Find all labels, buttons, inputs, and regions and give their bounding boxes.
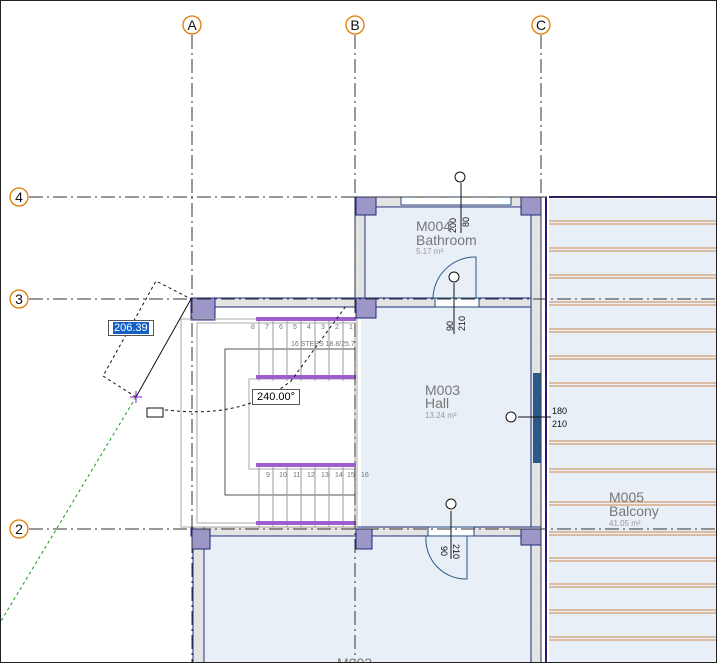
stair-label: 16 STEPS 18.8/25.7: [291, 341, 355, 348]
grid-bubble-4[interactable]: 4: [9, 187, 29, 207]
opening-width: 180: [552, 406, 567, 416]
angle-input[interactable]: 240.00°: [252, 389, 301, 405]
svg-text:2: 2: [15, 521, 23, 537]
svg-text:2: 2: [335, 324, 339, 331]
staircase[interactable]: [180, 317, 358, 528]
svg-text:14: 14: [335, 472, 343, 479]
grid-bubble-3[interactable]: 3: [9, 289, 29, 309]
rotation-preview: [1, 280, 347, 622]
stair-step-numbers: 8 7 6 5 4 3 2 1 9 10 11 12 13 14 15 16: [251, 324, 369, 479]
svg-text:B: B: [350, 17, 359, 33]
svg-text:3: 3: [321, 324, 325, 331]
svg-text:5: 5: [293, 324, 297, 331]
room-hall-fill[interactable]: [361, 307, 531, 527]
svg-text:12: 12: [307, 472, 315, 479]
room-m002-fill[interactable]: [205, 537, 531, 663]
svg-text:5.17 m²: 5.17 m²: [416, 247, 443, 256]
svg-text:M004: M004: [416, 218, 451, 234]
opening-height: 80: [461, 217, 471, 227]
room-label-m002[interactable]: M002: [337, 655, 372, 663]
svg-text:M002: M002: [337, 655, 372, 663]
svg-text:Balcony: Balcony: [609, 503, 659, 519]
opening-tags[interactable]: [445, 171, 551, 559]
svg-text:4: 4: [307, 324, 311, 331]
svg-text:41.05 m²: 41.05 m²: [609, 519, 641, 528]
svg-text:M005: M005: [609, 489, 644, 505]
grid-bubble-b[interactable]: B: [345, 15, 365, 35]
door-swings[interactable]: [425, 256, 477, 580]
svg-text:Hall: Hall: [425, 395, 449, 411]
grid-bubble-c[interactable]: C: [531, 15, 551, 35]
svg-text:7: 7: [265, 324, 269, 331]
svg-text:C: C: [536, 17, 546, 33]
room-label-bathroom[interactable]: M004 Bathroom 5.17 m²: [416, 218, 477, 256]
svg-text:16: 16: [361, 472, 369, 479]
svg-text:10: 10: [279, 472, 287, 479]
room-label-hall[interactable]: M003 Hall 13.24 m²: [425, 382, 460, 420]
opening-width: 90: [445, 321, 455, 331]
svg-text:A: A: [187, 17, 197, 33]
svg-text:11: 11: [293, 472, 300, 479]
svg-text:9: 9: [266, 472, 270, 479]
room-label-balcony[interactable]: M005 Balcony 41.05 m²: [609, 489, 659, 528]
svg-text:M003: M003: [425, 382, 460, 398]
opening-width: 90: [439, 546, 449, 556]
room-balcony-fill[interactable]: [549, 199, 717, 663]
svg-text:13.24 m²: 13.24 m²: [425, 411, 457, 420]
svg-text:4: 4: [15, 189, 23, 205]
opening-height: 210: [457, 316, 467, 331]
opening-width: 200: [448, 218, 458, 233]
balcony-joists: [549, 220, 716, 641]
structural-columns[interactable]: [190, 196, 542, 550]
svg-text:6: 6: [279, 324, 283, 331]
svg-text:Bathroom: Bathroom: [416, 232, 477, 248]
svg-text:8: 8: [251, 324, 255, 331]
grid-lines: [29, 35, 716, 662]
svg-text:13: 13: [321, 472, 329, 479]
length-input[interactable]: 206.39: [108, 320, 154, 336]
svg-text:1: 1: [349, 324, 353, 331]
grid-bubble-2[interactable]: 2: [9, 519, 29, 539]
svg-text:3: 3: [15, 291, 23, 307]
opening-height: 210: [451, 544, 461, 559]
svg-text:15: 15: [347, 472, 355, 479]
grid-bubble-a[interactable]: A: [182, 15, 202, 35]
opening-height: 210: [552, 419, 567, 429]
room-bathroom-fill[interactable]: [366, 208, 531, 299]
